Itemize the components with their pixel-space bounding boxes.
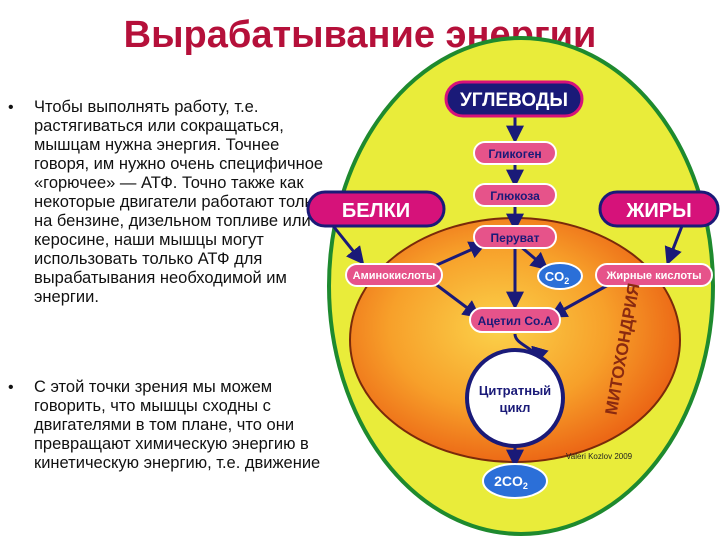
- pyruvate-label: Перуват: [491, 231, 540, 245]
- fats-pill: [598, 190, 720, 228]
- bullet-marker: •: [8, 99, 14, 116]
- fatty-acids-label: Жирные кислоты: [605, 270, 701, 282]
- glycogen-label: Гликоген: [488, 147, 541, 161]
- amino-acids-label: Аминокислоты: [353, 270, 436, 282]
- bullet-marker: •: [8, 379, 14, 396]
- co2-ellipse: [537, 262, 583, 290]
- bullet-text: Чтобы выполнять работу, т.е. растягивать…: [34, 98, 330, 306]
- two-co2-ellipse: [482, 463, 548, 499]
- acetyl-coa-label: Ацетил Co.A: [478, 314, 553, 328]
- arrow-pyruvate-co2: [519, 244, 549, 271]
- two-co2-label: 2CO2: [494, 473, 528, 491]
- co2-label: CO2: [545, 269, 570, 286]
- acetyl-coa-box: [469, 307, 561, 333]
- arrow-proteins-amino: [328, 221, 365, 265]
- fats-label: ЖИРЫ: [625, 200, 691, 222]
- glucose-label: Глюкоза: [490, 189, 540, 203]
- author-credit: Valeri Kozlov 2009: [566, 452, 633, 461]
- proteins-pill: [306, 190, 446, 228]
- citrate-cycle-label-line2: цикл: [500, 400, 531, 415]
- arrow-amino-pyruvate: [429, 241, 488, 270]
- amino-acids-box: [345, 263, 443, 287]
- pyruvate-box: [473, 225, 557, 249]
- citrate-cycle-label-line1: Цитратный: [479, 383, 551, 398]
- arrow-amino-acetyl: [429, 278, 481, 319]
- proteins-label: БЕЛКИ: [342, 200, 410, 222]
- carbs-label: УГЛЕВОДЫ: [460, 90, 568, 111]
- arrow-fats-fatty: [664, 225, 684, 266]
- bullet-text: С этой точки зрения мы можем говорить, ч…: [34, 378, 321, 472]
- fatty-acids-box: [595, 263, 713, 287]
- citrate-cycle-circle: [465, 348, 565, 448]
- carbs-pill: [444, 80, 584, 118]
- glucose-box: [473, 183, 557, 207]
- bullet-item: • Чтобы выполнять работу, т.е. растягива…: [8, 98, 330, 307]
- glycogen-box: [473, 141, 557, 165]
- bullet-item: • С этой точки зрения мы можем говорить,…: [8, 378, 330, 473]
- arrow-fatty-acetyl: [548, 282, 611, 318]
